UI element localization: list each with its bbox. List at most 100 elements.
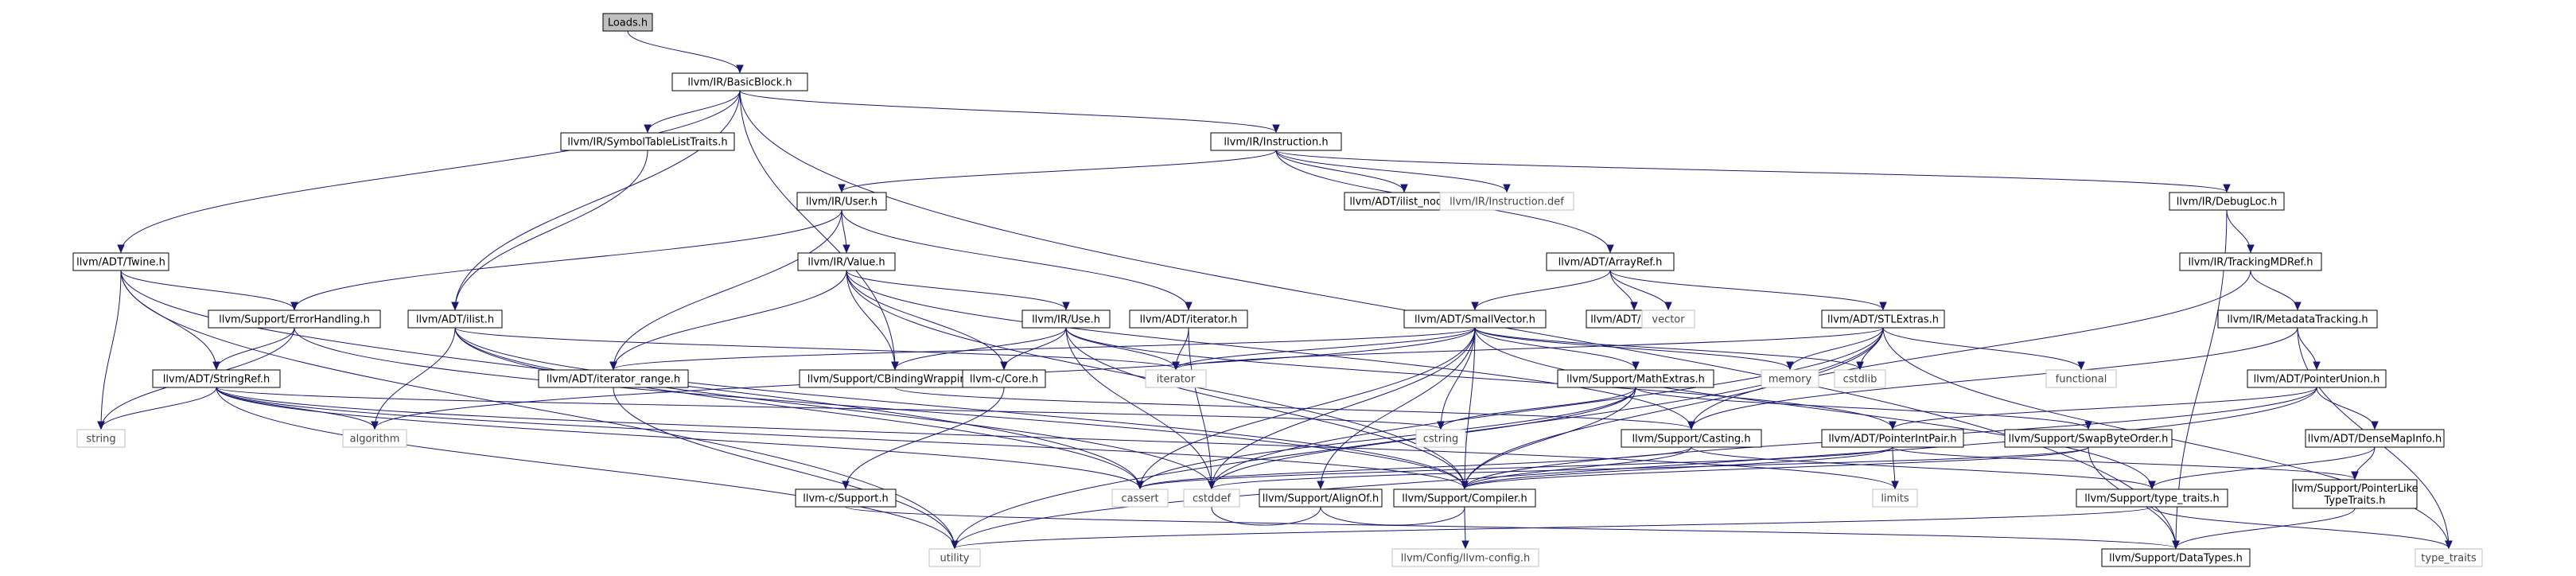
node-errorhandling[interactable]: llvm/Support/ErrorHandling.h — [208, 309, 381, 329]
include-edge-errorhandling-to-stringref — [212, 327, 295, 371]
edge-line — [1691, 446, 2153, 489]
edge-line — [954, 506, 2153, 549]
edge-line — [1440, 387, 1636, 430]
node-smallvector[interactable]: llvm/ADT/SmallVector.h — [1403, 309, 1547, 329]
node-value[interactable]: llvm/IR/Value.h — [797, 252, 896, 271]
node-mathextras[interactable]: llvm/Support/MathExtras.h — [1557, 369, 1714, 388]
node-vector: vector — [1641, 309, 1695, 329]
node-label: llvm/ADT/iterator_range.h — [547, 374, 680, 386]
include-edge-instruction-to-user — [838, 150, 1277, 193]
edge-line — [2316, 387, 2376, 430]
include-edge-instruction-to-instdef — [1275, 150, 1511, 193]
node-stringref[interactable]: llvm/ADT/StringRef.h — [152, 369, 281, 388]
node-trackingmdref[interactable]: llvm/IR/TrackingMDRef.h — [2179, 252, 2322, 271]
edge-arrowhead — [2351, 471, 2359, 481]
node-symtab[interactable]: llvm/IR/SymbolTableListTraits.h — [560, 132, 735, 151]
edge-line — [613, 327, 1476, 370]
edge-arrowhead — [1172, 361, 1180, 371]
node-cbinding[interactable]: llvm/Support/CBindingWrapping.h — [799, 369, 991, 388]
node-box — [962, 369, 1046, 388]
edge-line — [1464, 327, 1884, 489]
edge-arrowhead — [842, 481, 850, 490]
edge-line — [1275, 150, 1508, 193]
edge-line — [1691, 327, 2298, 430]
node-box — [2415, 548, 2483, 567]
node-label: llvm/Support/Compiler.h — [1402, 493, 1527, 505]
edge-arrowhead — [290, 302, 298, 311]
node-alignof[interactable]: llvm/Support/AlignOf.h — [1259, 488, 1383, 508]
node-instruction[interactable]: llvm/IR/Instruction.h — [1210, 132, 1342, 151]
node-label: llvm/Support/DataTypes.h — [2109, 553, 2243, 565]
edge-line — [1892, 387, 2317, 430]
include-edge-smallvector-to-iterrange — [609, 327, 1476, 371]
node-label: llvm/ADT/STLExtras.h — [1827, 314, 1939, 326]
node-csupport[interactable]: llvm-c/Support.h — [795, 488, 897, 508]
node-swapbyteorder[interactable]: llvm/Support/SwapByteOrder.h — [2004, 429, 2173, 448]
node-compiler[interactable]: llvm/Support/Compiler.h — [1393, 488, 1536, 508]
node-ilistnode[interactable]: llvm/ADT/ilist_node.h — [1344, 192, 1465, 211]
include-edge-user-to-errorhandling — [290, 209, 842, 311]
node-box — [208, 309, 381, 329]
edge-line — [1440, 327, 1476, 430]
node-basicblock[interactable]: llvm/IR/BasicBlock.h — [671, 72, 808, 91]
edge-arrowhead — [891, 361, 899, 371]
node-label: llvm/IR/SymbolTableListTraits.h — [567, 137, 727, 149]
node-use[interactable]: llvm/IR/Use.h — [1021, 309, 1111, 329]
edge-arrowhead — [1503, 184, 1511, 193]
node-adtiterator[interactable]: llvm/ADT/iterator.h — [1129, 309, 1248, 329]
edge-line — [100, 387, 217, 430]
node-debugloc[interactable]: llvm/IR/DebugLoc.h — [2169, 192, 2285, 211]
edge-line — [2151, 506, 2450, 549]
include-edge-value-to-cbinding — [846, 270, 899, 371]
node-densemapinfo[interactable]: llvm/ADT/DenseMapInfo.h — [2305, 429, 2445, 448]
node-ilist[interactable]: llvm/ADT/ilist.h — [407, 309, 503, 329]
include-edge-compiler-to-llvmconfig — [1461, 506, 1469, 550]
graph-edges — [97, 30, 2453, 550]
edge-line — [1474, 327, 1636, 370]
edge-arrowhead — [117, 244, 125, 254]
node-casting[interactable]: llvm/Support/Casting.h — [1621, 429, 1762, 448]
edge-arrowhead — [1185, 302, 1193, 311]
edge-line — [120, 270, 295, 310]
node-box — [1403, 309, 1547, 329]
include-edge-stlextras-to-memory — [1786, 327, 1884, 371]
edge-line — [294, 327, 1465, 489]
include-edge-stlextras-to-iterator — [1172, 327, 1884, 371]
node-pointerunion[interactable]: llvm/ADT/PointerUnion.h — [2247, 369, 2387, 388]
include-edge-basicblock-to-twine — [117, 90, 741, 254]
node-typetraitsllvm[interactable]: llvm/Support/type_traits.h — [2076, 488, 2228, 508]
include-edge-stlextras-to-functional — [1882, 327, 2085, 371]
node-datatypes[interactable]: llvm/Support/DataTypes.h — [2101, 548, 2251, 567]
edge-arrowhead — [2294, 302, 2302, 311]
node-limits: limits — [1872, 488, 1918, 508]
node-metadatatracking[interactable]: llvm/IR/MetadataTracking.h — [2217, 309, 2378, 329]
edge-arrowhead — [2247, 244, 2255, 254]
include-edge-pointerintpair-to-cassert — [1136, 446, 1893, 490]
node-pointerintpair[interactable]: llvm/ADT/PointerIntPair.h — [1821, 429, 1964, 448]
node-label: llvm/ADT/ilist_node.h — [1349, 197, 1458, 208]
node-box — [342, 429, 407, 448]
node-arrayref[interactable]: llvm/ADT/ArrayRef.h — [1546, 252, 1675, 271]
node-user[interactable]: llvm/IR/User.h — [796, 192, 887, 211]
node-ccore[interactable]: llvm-c/Core.h — [962, 369, 1046, 388]
node-llvmconfig: llvm/Config/llvm-config.h — [1391, 548, 1539, 567]
include-edge-mathextras-to-swapbyteorder — [1635, 387, 2092, 430]
node-box — [152, 369, 281, 388]
node-loads[interactable]: Loads.h — [602, 13, 653, 32]
node-twine[interactable]: llvm/ADT/Twine.h — [72, 252, 169, 271]
edge-arrowhead — [1856, 361, 1864, 371]
node-stlextras[interactable]: llvm/ADT/STLExtras.h — [1821, 309, 1945, 329]
edge-line — [2250, 270, 2298, 310]
edge-arrowhead — [1889, 421, 1897, 430]
node-box — [1183, 488, 1240, 508]
node-box — [671, 72, 808, 91]
node-box — [1145, 369, 1207, 388]
include-edge-mathextras-to-cstring — [1437, 387, 1636, 430]
node-box — [1393, 488, 1536, 508]
node-algorithm: algorithm — [342, 429, 407, 448]
include-edge-trackingmdref-to-metadatatracking — [2250, 270, 2302, 311]
edge-line — [1211, 446, 2089, 489]
node-box — [1761, 369, 1819, 388]
node-iterrange[interactable]: llvm/ADT/iterator_range.h — [538, 369, 689, 388]
